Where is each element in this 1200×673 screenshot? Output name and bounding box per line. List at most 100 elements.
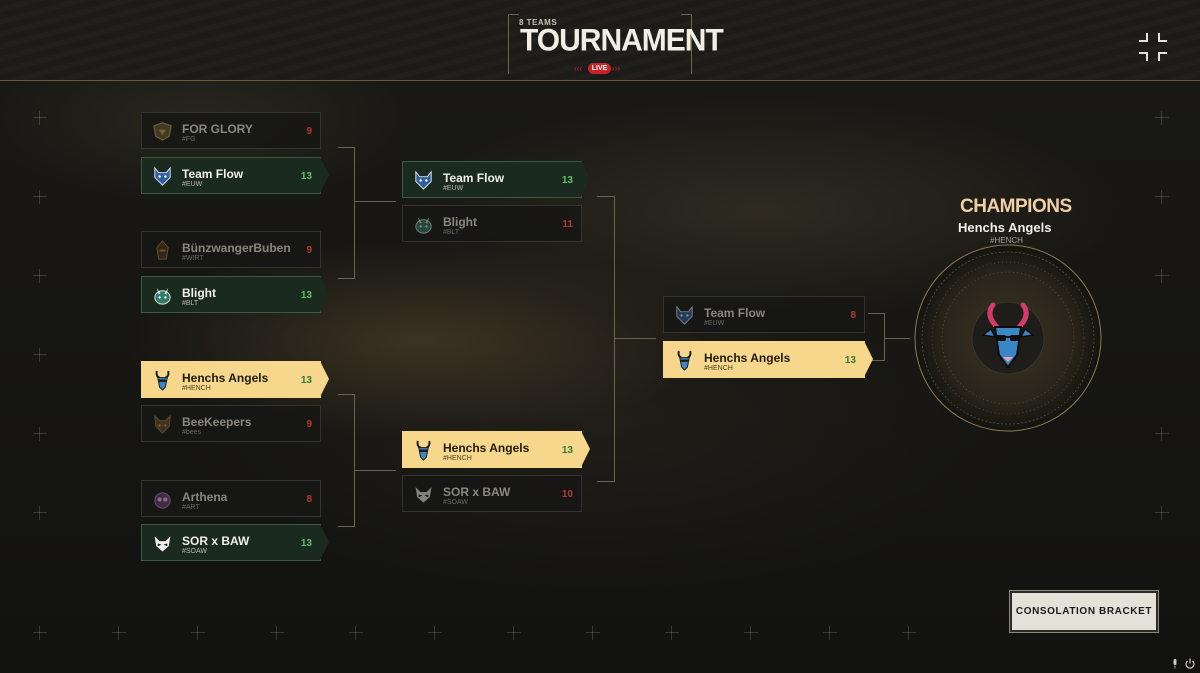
bracket-connector (614, 196, 615, 482)
team-name: SOR x BAW (443, 485, 511, 499)
wolf-icon (154, 166, 171, 186)
bracket-connector (868, 313, 884, 314)
goat-icon (155, 370, 170, 391)
plus-decoration (33, 626, 47, 640)
plus-decoration (744, 626, 758, 640)
team-score: 9 (306, 245, 312, 256)
match-card-henchs-angels[interactable]: Henchs Angels #HENCH 13 (402, 431, 590, 468)
plus-decoration (33, 348, 47, 362)
live-arrows-left-icon: ‹‹‹ (574, 64, 582, 73)
plus-decoration (823, 626, 837, 640)
team-tag: #ART (182, 504, 200, 511)
team-tag: #EUW (704, 320, 725, 327)
live-badge: LIVE (588, 63, 611, 74)
plus-decoration (665, 626, 679, 640)
plus-decoration (1155, 190, 1169, 204)
plus-decoration (1155, 427, 1169, 441)
match-card-sor-x-baw[interactable]: SOR x BAW #SOAW 13 (141, 524, 329, 561)
wolf-icon (676, 305, 693, 325)
plus-decoration (33, 506, 47, 520)
team-score: 13 (561, 445, 573, 456)
team-tag: #FG (182, 136, 196, 143)
wolf-icon (415, 170, 432, 190)
system-tray (1168, 657, 1198, 671)
plus-decoration (349, 626, 363, 640)
team-score: 13 (300, 171, 312, 182)
team-score: 11 (562, 219, 573, 230)
match-card-beekeepers[interactable]: BeeKeepers #bees 9 (141, 405, 321, 442)
team-score: 13 (300, 538, 312, 549)
goat-icon (416, 440, 431, 461)
consolation-bracket-button[interactable]: CONSOLATION BRACKET (1009, 590, 1159, 633)
goblin-icon (415, 216, 432, 234)
plus-decoration (33, 190, 47, 204)
match-card-for-glory[interactable]: FOR GLORY #FG 9 (141, 112, 321, 149)
team-tag: #SOAW (443, 499, 469, 506)
fox-icon (153, 533, 172, 553)
bracket-connector (884, 313, 885, 361)
team-name: Team Flow (443, 171, 505, 185)
team-name: Team Flow (182, 167, 244, 181)
team-tag: #BLT (443, 229, 460, 236)
plus-decoration (902, 626, 916, 640)
bracket-connector (614, 338, 656, 339)
plus-decoration (33, 111, 47, 125)
bracket-connector (884, 338, 910, 339)
page-title: TOURNAMENT (520, 23, 724, 58)
team-name: Arthena (182, 490, 228, 504)
match-card-sor-x-baw[interactable]: SOR x BAW #SOAW 10 (402, 475, 582, 512)
plus-decoration (33, 269, 47, 283)
match-card-team-flow[interactable]: Team Flow #EUW 13 (141, 157, 329, 194)
team-score: 9 (306, 126, 312, 137)
power-icon[interactable] (1184, 658, 1196, 670)
team-tag: #EUW (443, 185, 464, 192)
microphone-icon[interactable] (1172, 659, 1178, 669)
match-card-henchs-angels[interactable]: Henchs Angels #HENCH 13 (663, 341, 873, 378)
team-score: 13 (300, 290, 312, 301)
knight-icon (156, 240, 169, 260)
goat-icon (677, 350, 692, 371)
bracket-connector (354, 394, 355, 527)
match-card-team-flow[interactable]: Team Flow #EUW 8 (663, 296, 865, 333)
match-card-team-flow[interactable]: Team Flow #EUW 13 (402, 161, 590, 198)
bracket-connector (338, 394, 354, 395)
match-card-henchs-angels[interactable]: Henchs Angels #HENCH 13 (141, 361, 329, 398)
team-score: 8 (850, 310, 856, 321)
plus-decoration (33, 427, 47, 441)
match-card-blight[interactable]: Blight #BLT 13 (141, 276, 329, 313)
bracket-connector (597, 481, 614, 482)
team-tag: #BLT (182, 300, 199, 307)
team-score: 10 (561, 489, 573, 500)
title-frame (508, 14, 692, 74)
plus-decoration (428, 626, 442, 640)
bracket-connector (354, 147, 355, 279)
champion-emblem (914, 244, 1102, 432)
teams-count: 8 TEAMS (519, 18, 558, 27)
champion-team-name: Henchs Angels (958, 220, 1052, 235)
team-score: 13 (300, 375, 312, 386)
plus-decoration (191, 626, 205, 640)
bracket-connector (338, 526, 354, 527)
team-name: Blight (182, 286, 216, 300)
plus-decoration (1155, 506, 1169, 520)
bracket-connector (868, 360, 884, 361)
fullscreen-icon[interactable] (1139, 33, 1167, 61)
match-card-blight[interactable]: Blight #BLT 11 (402, 205, 582, 242)
plus-decoration (112, 626, 126, 640)
owl-icon (154, 492, 171, 509)
match-card-bunzwangerbuben[interactable]: BünzwangerBuben #WIRT 9 (141, 231, 321, 268)
match-card-arthena[interactable]: Arthena #ART 8 (141, 480, 321, 517)
team-tag: #SOAW (182, 548, 208, 555)
fox-icon (414, 484, 433, 504)
plus-decoration (1155, 111, 1169, 125)
team-score: 9 (306, 419, 312, 430)
shield-icon (153, 122, 172, 141)
plus-decoration (507, 626, 521, 640)
bracket-connector (354, 201, 396, 202)
bracket-connector (338, 147, 354, 148)
goblin-icon (154, 287, 171, 305)
team-score: 13 (561, 175, 573, 186)
team-name: SOR x BAW (182, 534, 250, 548)
team-tag: #HENCH (443, 455, 472, 462)
team-name: Henchs Angels (182, 371, 269, 385)
